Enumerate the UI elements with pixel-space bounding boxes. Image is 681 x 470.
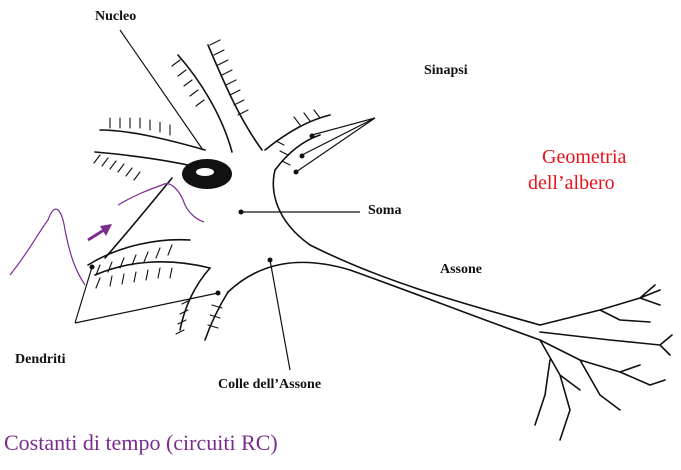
label-axon: Assone [440, 262, 483, 277]
synapse-leader-2 [301, 117, 376, 156]
axon-lower [227, 261, 541, 341]
purple-arrow-shaft [87, 228, 105, 242]
synapse-dot-1 [309, 133, 315, 139]
label-synapses: Sinapsi [424, 63, 468, 78]
dendrite-upperleft-outline [99, 129, 206, 151]
annotation-tree-geometry-line2: dell’albero [528, 172, 615, 194]
dendrite-bottom-left [179, 267, 211, 331]
purple-sketch-curve-2 [117, 183, 205, 223]
synapse-leader-3 [295, 117, 376, 173]
dendrite-lower-left-bottom [94, 261, 211, 276]
label-dendrites: Dendriti [15, 352, 66, 367]
nucleolus-shape [196, 168, 214, 176]
soma-right-edge [272, 169, 311, 246]
dendrite-spines [93, 39, 321, 335]
dendrite-top-outline-outer [207, 44, 263, 151]
label-axon-hillock: Colle dell’Assone [218, 377, 322, 392]
axon-upper [309, 244, 541, 326]
dendrite-bottom-right [204, 291, 229, 341]
annotation-tree-geometry-line1: Geometria [542, 146, 627, 168]
annotation-time-constants: Costanti di tempo (circuiti RC) [4, 430, 278, 455]
dendrite-lower-left-top [87, 238, 191, 266]
synapse-leader-1 [311, 117, 376, 136]
purple-arrow-head [100, 224, 112, 236]
dendrite-right-inner [274, 134, 321, 171]
soma-dot [238, 209, 244, 215]
dendrite-mid-upper [104, 177, 173, 259]
axon-terminal-branches [534, 284, 673, 441]
label-nucleus: Nucleo [95, 9, 137, 24]
purple-sketch-curve-1 [9, 208, 86, 286]
dendrite-top-outline-inner [177, 54, 233, 153]
dendrite-dot-1 [89, 264, 95, 270]
synapse-dot-3 [293, 169, 299, 175]
synapse-dot-2 [299, 153, 305, 159]
dendrite-leader-1 [74, 266, 93, 324]
hillock-dot [267, 257, 273, 263]
nucleus-leader [119, 29, 204, 151]
dendrite-dot-2 [215, 290, 221, 296]
label-soma: Soma [368, 203, 402, 218]
hillock-leader [269, 259, 291, 371]
dendrite-right-upper [264, 114, 331, 151]
dendrite-leader-2 [74, 292, 219, 324]
